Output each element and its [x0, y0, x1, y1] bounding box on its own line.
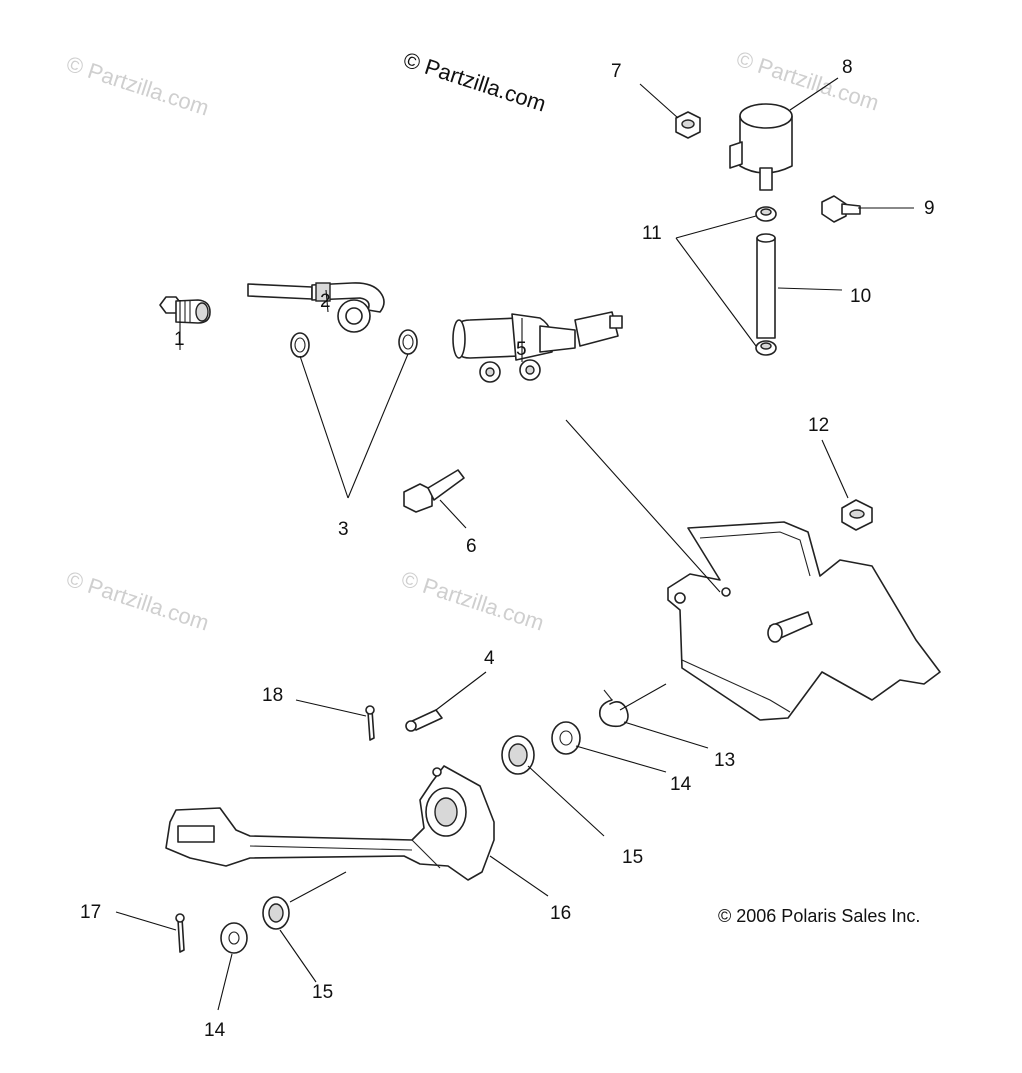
callout-2: 2: [320, 291, 331, 312]
callout-18: 18: [262, 685, 283, 706]
brake-line-icon: [247, 282, 385, 333]
callout-10: 10: [850, 286, 871, 307]
callouts: 1 2 3 4 5 6 7 8 9 10 11 12 13 14 15 16 1…: [80, 57, 935, 1041]
hose-icon: [756, 233, 776, 339]
callout-12: 12: [808, 415, 829, 436]
bolt-icon: [403, 469, 465, 513]
callout-14-lower: 14: [204, 1020, 226, 1041]
callout-6: 6: [466, 536, 477, 557]
callout-14: 14: [670, 774, 692, 795]
leader-lines: [115, 77, 914, 1011]
callout-13: 13: [714, 750, 735, 771]
washer-icon: [220, 721, 581, 954]
watermark-top-left: © Partzilla.com: [63, 51, 212, 121]
callout-15: 15: [622, 847, 643, 868]
callout-4: 4: [484, 648, 495, 669]
sealing-washer-icon: [290, 329, 418, 358]
bracket-icon: [667, 521, 941, 721]
brake-pedal-icon: [165, 765, 495, 881]
watermark-mid-left: © Partzilla.com: [63, 566, 212, 636]
watermark-mid-center: © Partzilla.com: [398, 566, 547, 636]
nut-icon: [841, 499, 873, 531]
callout-3: 3: [338, 519, 349, 540]
copyright-notice: © 2006 Polaris Sales Inc.: [718, 906, 920, 926]
banjo-bolt-icon: [159, 296, 211, 324]
watermark-main: © Partzilla.com: [400, 47, 549, 117]
screw-icon: [821, 195, 861, 223]
clevis-pin-icon: [405, 709, 443, 732]
cotter-pin-icon: [365, 705, 375, 741]
cotter-pin-icon: [175, 913, 185, 953]
hose-clamp-icon: [755, 206, 777, 356]
reservoir-icon: [729, 103, 793, 191]
callout-7: 7: [611, 61, 622, 82]
callout-9: 9: [924, 198, 935, 219]
callout-17: 17: [80, 902, 101, 923]
callout-8: 8: [842, 57, 853, 78]
bushing-icon: [262, 735, 535, 930]
nut-icon: [675, 111, 701, 139]
callout-16: 16: [550, 903, 571, 924]
master-cylinder-icon: [452, 311, 623, 383]
callout-1: 1: [174, 329, 185, 350]
callout-5: 5: [516, 339, 527, 360]
spring-icon: [598, 689, 629, 728]
callout-15-lower: 15: [312, 982, 333, 1003]
callout-11: 11: [642, 223, 662, 244]
